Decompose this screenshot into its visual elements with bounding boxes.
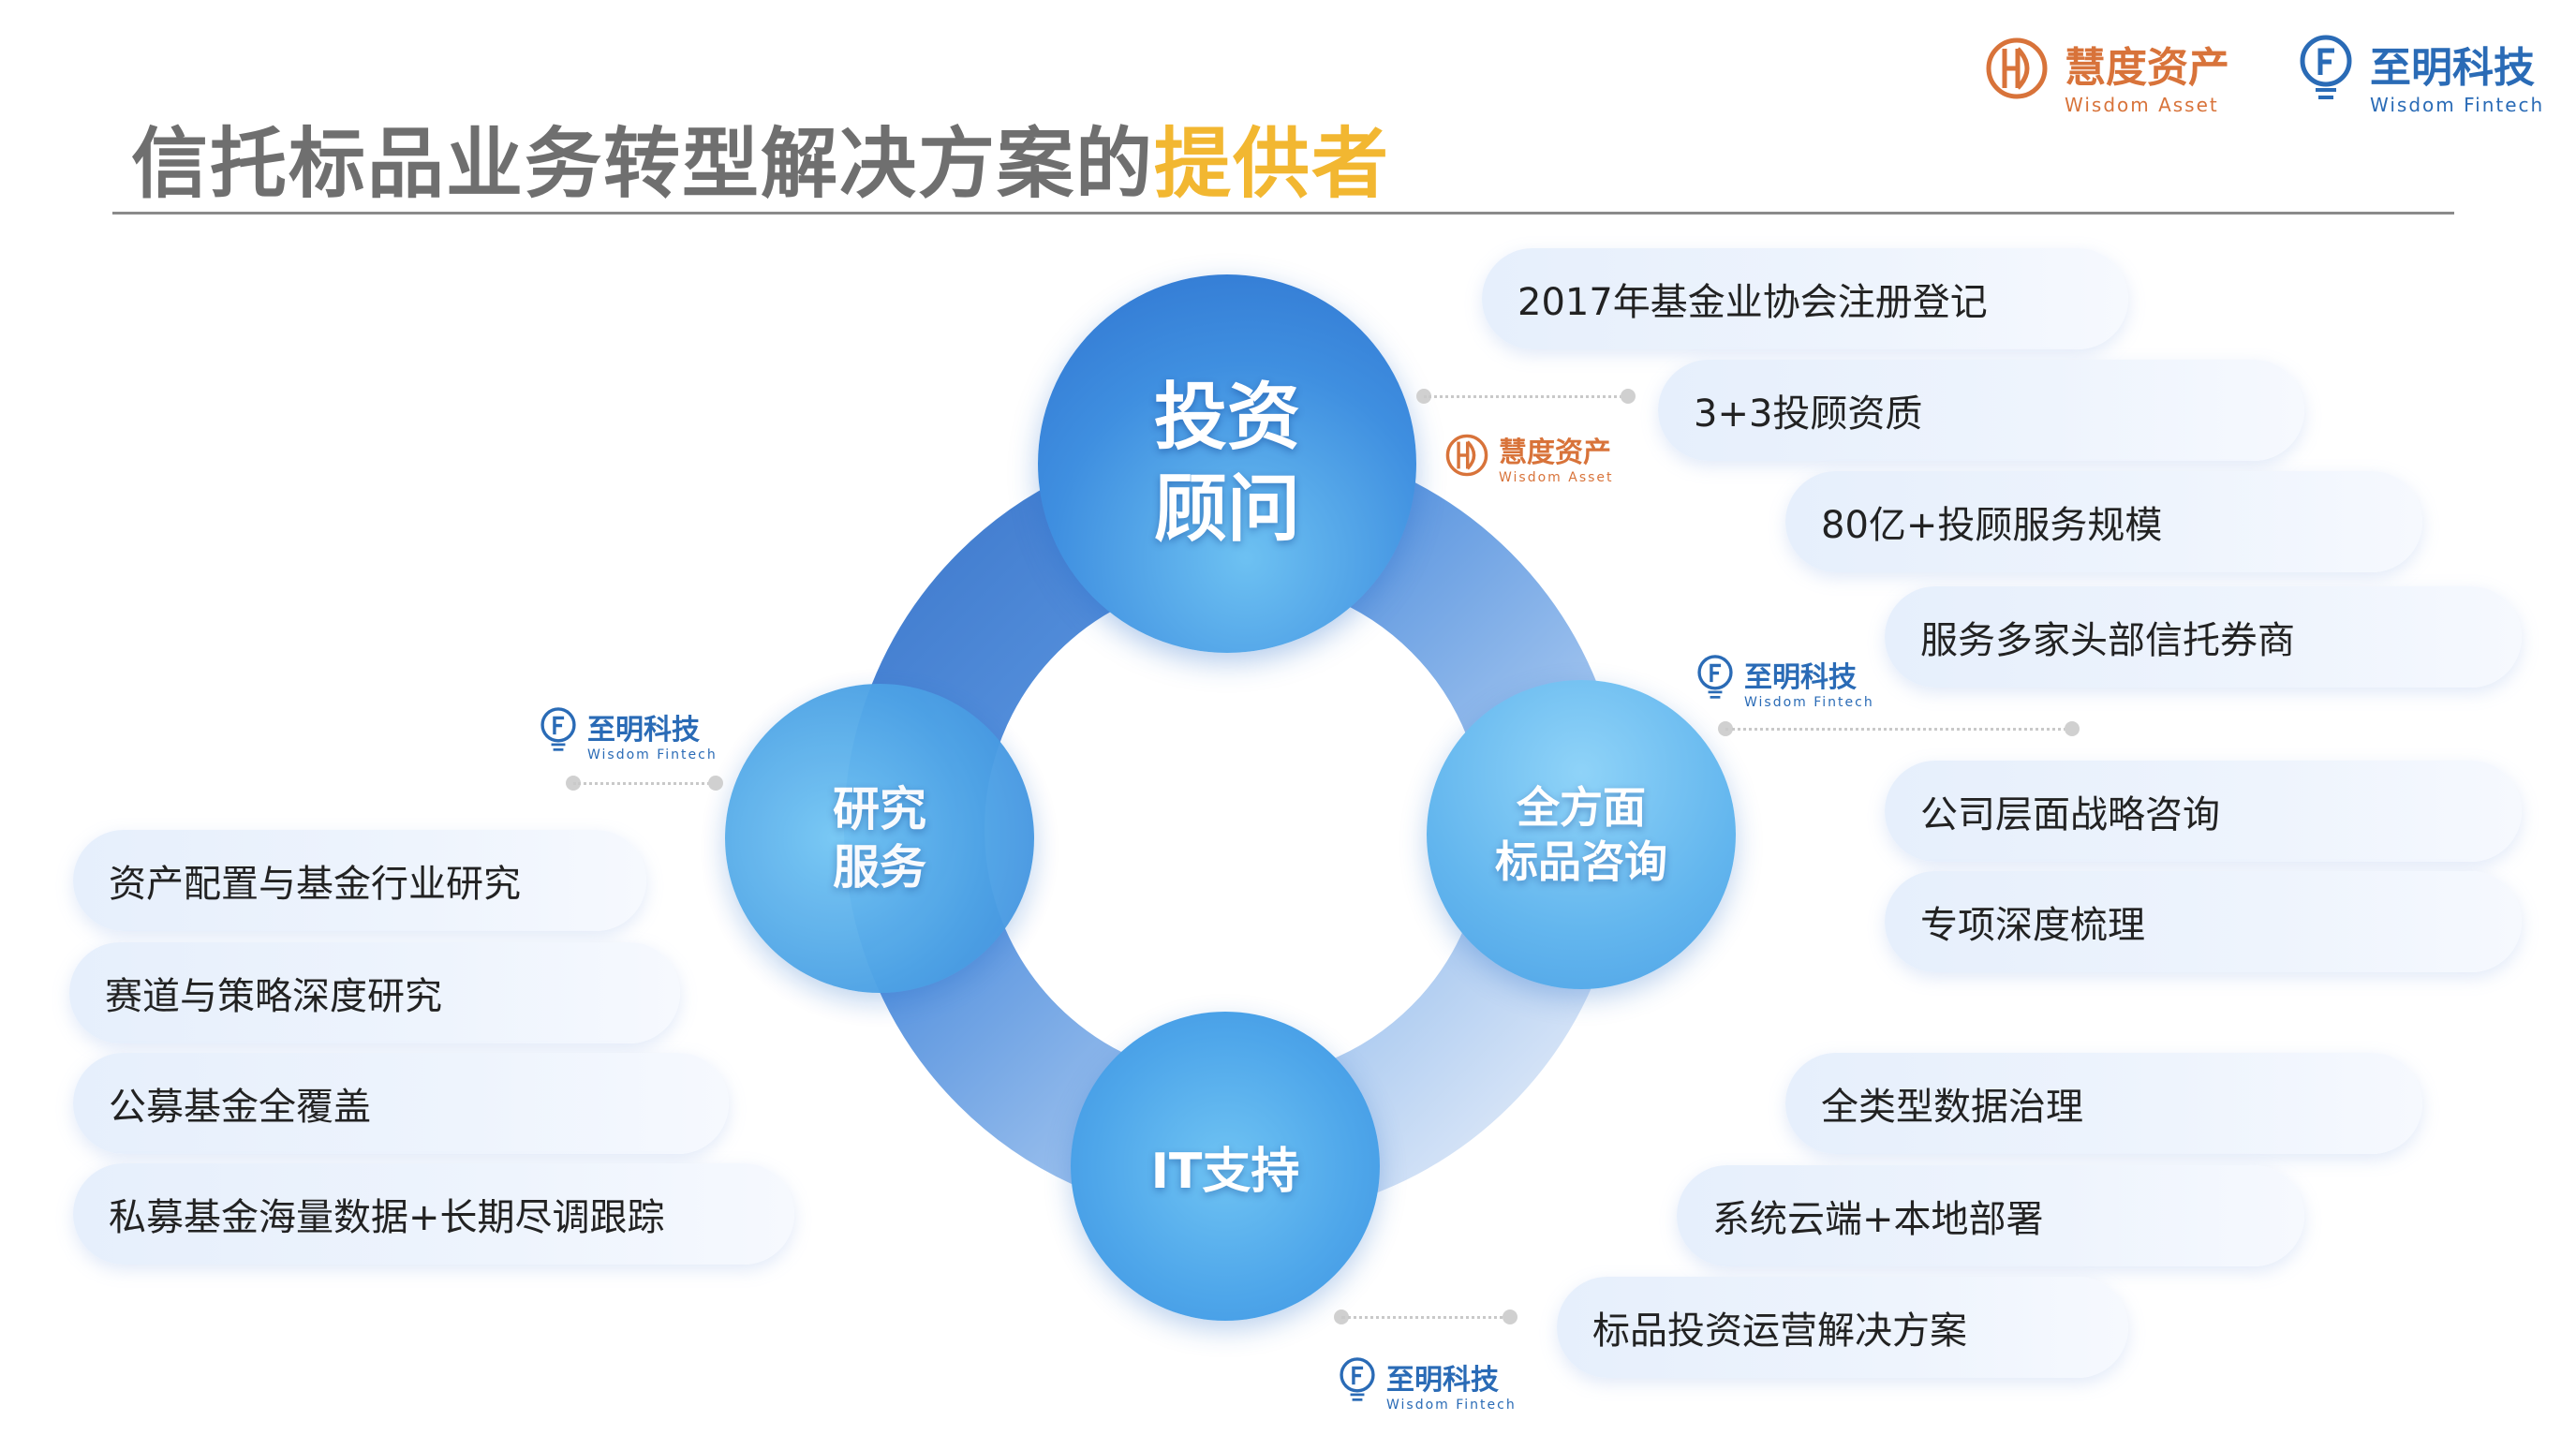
research-item: 资产配置与基金行业研究 — [73, 830, 646, 931]
it-item-text: 标品投资运营解决方案 — [1592, 1309, 1967, 1353]
title-highlight: 提供者 — [1154, 120, 1391, 209]
advisory-item-text: 80亿+投顾服务规模 — [1821, 504, 2163, 547]
wisdom-asset-en-small: Wisdom Asset — [1499, 470, 1614, 485]
advisory-item: 3+3投顾资质 — [1658, 360, 2304, 461]
research-item: 公募基金全覆盖 — [73, 1053, 729, 1154]
wisdom-fintech-en-research: Wisdom Fintech — [587, 747, 718, 762]
advisory-item: 80亿+投顾服务规模 — [1785, 471, 2422, 572]
page-title: 信托标品业务转型解决方案的提供者 — [131, 101, 1390, 213]
wisdom-fintech-cn-it: 至明科技 — [1386, 1364, 1499, 1397]
it-item-text: 全类型数据治理 — [1821, 1086, 2083, 1129]
wisdom-fintech-en: Wisdom Fintech — [2370, 94, 2545, 116]
hd-logo-icon — [1445, 434, 1488, 477]
node-consulting-line1: 全方面 — [1517, 782, 1646, 833]
title-main: 信托标品业务转型解决方案的 — [131, 120, 1155, 209]
f-bulb-logo-icon — [1340, 1357, 1375, 1401]
hd-logo-icon — [1986, 37, 2048, 99]
wisdom-fintech-cn-consulting: 至明科技 — [1744, 661, 1857, 694]
wisdom-asset-en: Wisdom Asset — [2065, 94, 2219, 116]
wisdom-fintech-en-it: Wisdom Fintech — [1386, 1398, 1517, 1413]
node-advisory-line1: 投资 — [1153, 376, 1300, 460]
research-item: 私募基金海量数据+长期尽调跟踪 — [73, 1163, 794, 1265]
wisdom-fintech-en-consulting: Wisdom Fintech — [1744, 695, 1874, 710]
wisdom-asset-cn-small: 慧度资产 — [1499, 436, 1611, 469]
advisory-item-text: 2017年基金业协会注册登记 — [1517, 281, 1988, 324]
node-advisory-line2: 顾问 — [1153, 467, 1300, 552]
advisory-item-text: 服务多家头部信托券商 — [1920, 619, 2295, 662]
connector-dot — [1503, 1309, 1517, 1324]
research-item-text: 资产配置与基金行业研究 — [109, 863, 521, 906]
f-bulb-logo-icon — [540, 707, 576, 751]
wisdom-fintech-cn: 至明科技 — [2370, 44, 2535, 92]
title-divider — [112, 212, 2454, 215]
node-it-label: IT支持 — [1150, 1143, 1300, 1200]
node-investment-advisory: 投资顾问 — [1038, 274, 1416, 653]
consulting-item: 专项深度梳理 — [1885, 871, 2522, 972]
consulting-item-text: 公司层面战略咨询 — [1920, 793, 2220, 836]
consulting-item: 公司层面战略咨询 — [1885, 761, 2522, 862]
it-item: 系统云端+本地部署 — [1677, 1165, 2304, 1266]
f-bulb-logo-icon — [1697, 655, 1733, 699]
advisory-item: 2017年基金业协会注册登记 — [1482, 248, 2128, 349]
connector-advisory — [1424, 395, 1628, 398]
research-item-text: 赛道与策略深度研究 — [105, 975, 442, 1018]
connector-research — [573, 782, 716, 785]
advisory-item-text: 3+3投顾资质 — [1694, 392, 1923, 436]
node-research-service: 研究服务 — [725, 684, 1034, 993]
node-full-consulting: 全方面标品咨询 — [1427, 680, 1736, 989]
research-item-text: 私募基金海量数据+长期尽调跟踪 — [109, 1196, 665, 1239]
connector-dot — [2065, 721, 2080, 736]
it-item: 全类型数据治理 — [1785, 1053, 2422, 1154]
advisory-item: 服务多家头部信托券商 — [1885, 586, 2522, 688]
node-research-line1: 研究 — [833, 782, 926, 836]
node-research-line2: 服务 — [833, 840, 926, 895]
research-item-text: 公募基金全覆盖 — [109, 1086, 371, 1129]
wisdom-asset-cn: 慧度资产 — [2065, 44, 2229, 92]
connector-dot — [1621, 389, 1636, 404]
it-item: 标品投资运营解决方案 — [1557, 1277, 2128, 1378]
node-it-support: IT支持 — [1071, 1012, 1380, 1321]
f-bulb-logo-icon — [2300, 35, 2352, 99]
wisdom-fintech-cn-research: 至明科技 — [587, 714, 700, 747]
connector-dot — [708, 776, 723, 791]
research-item: 赛道与策略深度研究 — [69, 942, 680, 1043]
node-consulting-line2: 标品咨询 — [1495, 836, 1667, 887]
connector-it — [1341, 1316, 1510, 1319]
consulting-item-text: 专项深度梳理 — [1920, 904, 2145, 947]
it-item-text: 系统云端+本地部署 — [1712, 1198, 2044, 1241]
connector-consulting — [1725, 728, 2072, 731]
